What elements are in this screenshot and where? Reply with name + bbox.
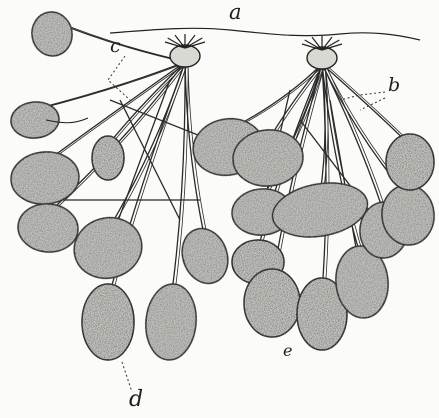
label-a: a: [229, 2, 242, 23]
label-b: b: [388, 76, 400, 95]
sporangium: [175, 222, 235, 290]
substrate-line: [110, 28, 420, 40]
sporangium: [10, 100, 61, 140]
basal-cell: [170, 45, 200, 67]
basal-cell: [307, 47, 337, 69]
branch: [120, 100, 180, 220]
leader-line-b: [340, 92, 385, 100]
sporangium: [386, 134, 434, 190]
sporangium: [16, 201, 80, 254]
leader-line-b: [360, 98, 385, 110]
sporangium: [92, 136, 124, 180]
sporangium: [143, 282, 199, 362]
sporangium: [82, 284, 134, 360]
label-e: e: [283, 343, 292, 359]
label-c: c: [110, 37, 121, 56]
sporangium: [244, 269, 300, 337]
label-d: d: [129, 389, 143, 411]
sporangium: [9, 149, 81, 207]
sporangia-layer: [9, 9, 437, 362]
sporangium: [28, 9, 75, 59]
sporangium: [67, 210, 148, 286]
stalk: [55, 21, 188, 62]
leader-line-c: [108, 56, 130, 100]
